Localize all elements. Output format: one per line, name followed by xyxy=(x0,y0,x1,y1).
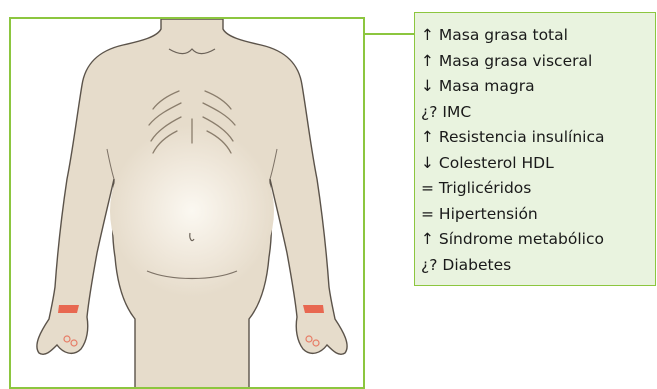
info-item-masa-grasa-visceral: ↑ Masa grasa visceral xyxy=(421,49,655,75)
human-torso-illustration xyxy=(11,19,365,389)
info-list: ↑ Masa grasa total ↑ Masa grasa visceral… xyxy=(421,23,655,278)
info-item-sindrome-metabolico: ↑ Síndrome metabólico xyxy=(421,227,655,253)
info-item-colesterol-hdl: ↓ Colesterol HDL xyxy=(421,151,655,177)
belly-highlight xyxy=(110,125,274,297)
info-item-trigliceridos: = Triglicéridos xyxy=(421,176,655,202)
info-item-hipertension: = Hipertensión xyxy=(421,202,655,228)
figure-frame xyxy=(9,17,365,389)
info-item-resistencia-insulinica: ↑ Resistencia insulínica xyxy=(421,125,655,151)
info-item-imc: ¿? IMC xyxy=(421,100,655,126)
info-item-masa-magra: ↓ Masa magra xyxy=(421,74,655,100)
connector-line xyxy=(365,33,415,35)
info-box: ↑ Masa grasa total ↑ Masa grasa visceral… xyxy=(414,12,656,286)
info-item-diabetes: ¿? Diabetes xyxy=(421,253,655,279)
left-wrist-highlight xyxy=(58,305,79,313)
right-wrist-highlight xyxy=(303,305,324,313)
info-item-masa-grasa-total: ↑ Masa grasa total xyxy=(421,23,655,49)
